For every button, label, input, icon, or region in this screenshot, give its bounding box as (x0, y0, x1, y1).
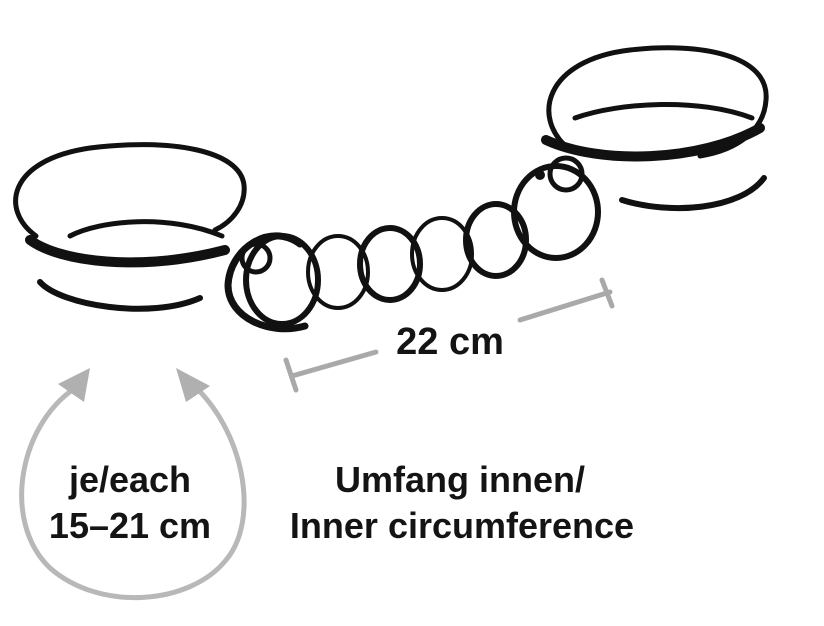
chain-link-4 (410, 216, 474, 292)
chain-link-2 (306, 234, 370, 310)
circumference-arrow-arc (19, 379, 247, 601)
circumference-arrowhead-left (58, 368, 90, 402)
circumference-arrowhead-right (176, 368, 210, 402)
left-cuff-rim-top (13, 142, 247, 239)
chain (224, 155, 601, 333)
dimension-line-right (517, 289, 613, 323)
chain-length-label: 22 cm (396, 321, 504, 363)
dimension-line-left (289, 349, 379, 379)
left-cuff-inner-rim (67, 219, 225, 239)
description: Umfang innen/ Inner circumference (290, 459, 634, 546)
left-cuff-base (37, 279, 203, 312)
dimension-tick-right (599, 277, 615, 309)
right-cuff-inner-rim (572, 102, 755, 121)
circumference-indicator: je/each 15–21 cm (19, 368, 247, 601)
right-cuff-base (619, 175, 767, 212)
dimension-tick-left (283, 357, 299, 393)
chain-length-dimension: 22 cm (283, 277, 615, 393)
chain-small-ring-left (239, 241, 273, 275)
chain-link-6 (511, 163, 601, 261)
chain-link-3 (357, 225, 423, 303)
right-cuff (541, 45, 769, 212)
circumference-label-line1: je/each (68, 459, 191, 500)
description-line2: Inner circumference (290, 505, 634, 546)
left-cuff-rim-bottom (25, 235, 230, 268)
circumference-label-line2: 15–21 cm (49, 505, 211, 546)
chain-small-ring-right (547, 155, 585, 193)
chain-link-1 (243, 233, 321, 327)
description-line1: Umfang innen/ (335, 459, 585, 500)
right-cuff-rim-bottom (541, 123, 765, 162)
chain-rivet (535, 170, 545, 180)
left-cuff (13, 142, 247, 312)
